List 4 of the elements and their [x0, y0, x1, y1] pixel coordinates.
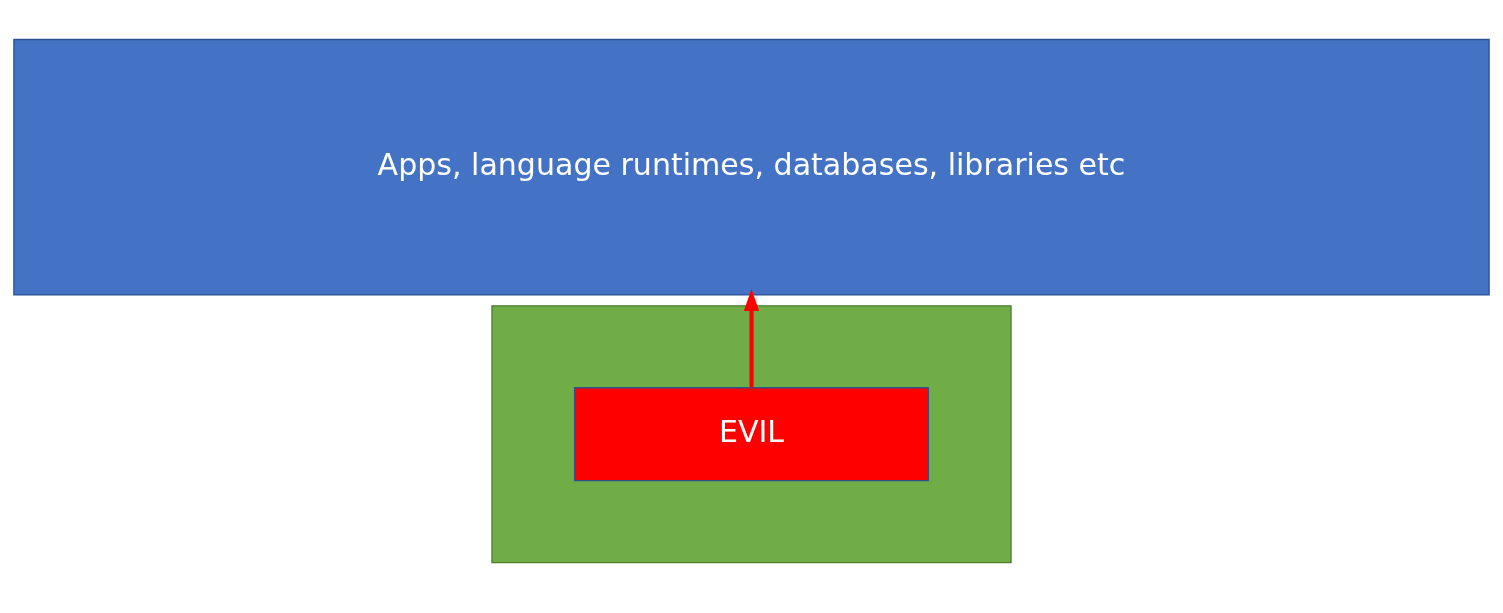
node-box: EVIL [573, 387, 930, 482]
arrow [743, 288, 760, 388]
cluster [491, 305, 1012, 564]
node-box: Apps, language runtimes, databases, libraries etc [13, 38, 1490, 296]
